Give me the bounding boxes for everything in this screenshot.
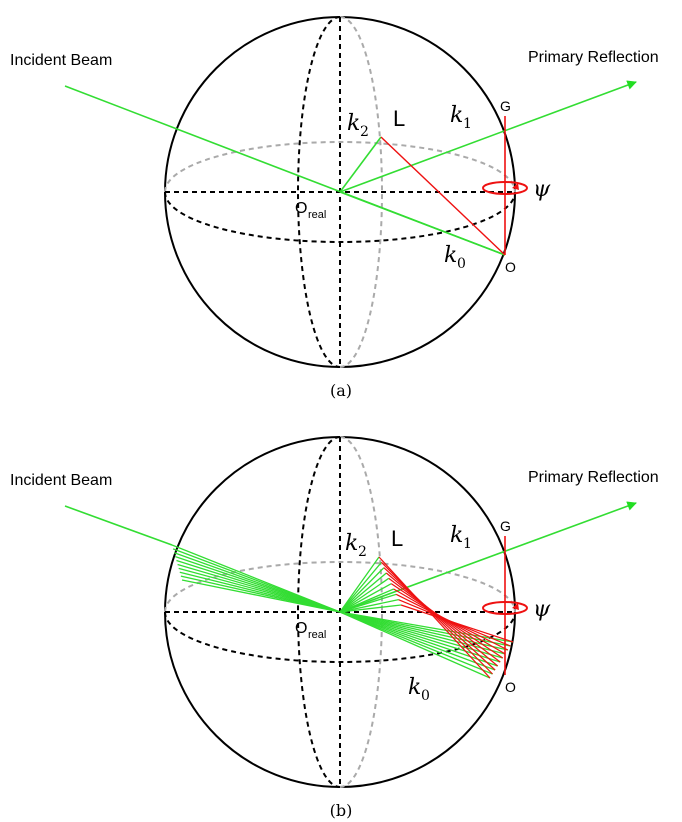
k0-label: k 0 xyxy=(408,675,430,704)
psi-rotation-icon xyxy=(482,601,528,615)
k2-fan-ray xyxy=(339,567,385,613)
k0-sub: 0 xyxy=(457,256,466,272)
equator-back xyxy=(164,561,516,613)
psi-label: ψ xyxy=(533,177,551,202)
k0-fan-ray xyxy=(339,611,509,651)
origin-label: O real xyxy=(295,620,326,641)
reciprocal-fan-line xyxy=(385,572,499,667)
reciprocal-vector-LO xyxy=(380,136,506,256)
incident-beam-label: Incident Beam xyxy=(10,52,112,69)
caption-b: (b) xyxy=(330,801,353,820)
k0-fan-ray xyxy=(339,611,503,659)
beam-fan-incident xyxy=(171,544,341,613)
meridian-front xyxy=(297,436,341,788)
psi-rotation-icon xyxy=(482,181,528,195)
k2-main: k xyxy=(347,111,360,136)
k0-fan-ray xyxy=(339,611,501,663)
reciprocal-fan-line xyxy=(383,567,496,671)
k2-fan-ray xyxy=(339,599,399,613)
k0-main: k xyxy=(408,675,421,700)
point-G-label: G xyxy=(500,98,511,114)
beam-fan-k2 xyxy=(339,556,402,613)
primary-reflection-label: Primary Reflection xyxy=(528,469,659,486)
k2-fan-ray xyxy=(339,588,394,613)
origin-label: O real xyxy=(295,200,326,221)
psi-label: ψ xyxy=(533,597,551,622)
origin-main: O xyxy=(295,620,307,637)
incident-fan-ray xyxy=(181,579,341,613)
k2-sub: 2 xyxy=(360,124,369,140)
k1-label: k 1 xyxy=(450,103,472,132)
k1-main: k xyxy=(450,103,463,128)
k2-fan-ray xyxy=(339,593,397,613)
k0-sub: 0 xyxy=(421,688,430,704)
panel-b: Incident Beam Primary Reflection L G O O… xyxy=(10,436,659,820)
point-G-label: G xyxy=(500,518,511,534)
reciprocal-vector-fan xyxy=(378,556,514,679)
equator-back xyxy=(164,141,516,193)
origin-sub: real xyxy=(308,629,326,641)
k2-fan-ray xyxy=(339,572,387,613)
panel-a: Incident Beam Primary Reflection L G O O… xyxy=(10,16,659,400)
k0-fan-ray xyxy=(339,611,496,671)
k0-fan-ray xyxy=(339,611,506,655)
k2-fan-ray xyxy=(339,556,380,613)
k2-label: k 2 xyxy=(347,111,369,140)
reciprocal-fan-line xyxy=(381,561,493,675)
reciprocal-fan-line xyxy=(390,583,504,659)
k2-sub: 2 xyxy=(358,544,367,560)
incident-beam xyxy=(64,505,173,546)
k2-line-1 xyxy=(339,136,382,193)
k2-fan-ray xyxy=(339,561,382,613)
k1-sub: 1 xyxy=(463,116,472,132)
meridian-front xyxy=(297,16,341,368)
origin-main: O xyxy=(295,200,307,217)
k0-fan-ray xyxy=(339,611,493,675)
k2-main: k xyxy=(345,531,358,556)
point-L-label: L xyxy=(393,106,405,131)
reciprocal-fan-line xyxy=(378,556,491,679)
k0-label: k 0 xyxy=(444,243,466,272)
k1-label: k 1 xyxy=(450,523,472,552)
primary-reflection-beam xyxy=(339,80,637,193)
k0-line xyxy=(339,191,506,256)
k2-fan-ray xyxy=(339,583,392,613)
primary-reflection-beam xyxy=(339,501,637,613)
k1-sub: 1 xyxy=(463,536,472,552)
point-O-label: O xyxy=(505,679,516,695)
k0-main: k xyxy=(444,243,457,268)
caption-a: (a) xyxy=(330,381,352,400)
point-L-label: L xyxy=(391,526,403,551)
beam-fan-k0 xyxy=(339,611,514,679)
incident-beam-label: Incident Beam xyxy=(10,472,112,489)
k2-fan-ray xyxy=(339,577,390,613)
k2-fan-ray xyxy=(339,604,402,613)
k1-main: k xyxy=(450,523,463,548)
point-O-label: O xyxy=(505,259,516,275)
meridian-back xyxy=(339,436,383,788)
primary-reflection-label: Primary Reflection xyxy=(528,49,659,66)
reciprocal-fan-line xyxy=(400,604,514,643)
reciprocal-fan-line xyxy=(388,577,501,663)
k0-fan-ray xyxy=(339,611,514,643)
k0-fan-ray xyxy=(339,611,491,679)
meridian-back xyxy=(339,16,383,368)
origin-sub: real xyxy=(308,209,326,221)
k2-label: k 2 xyxy=(345,531,367,560)
